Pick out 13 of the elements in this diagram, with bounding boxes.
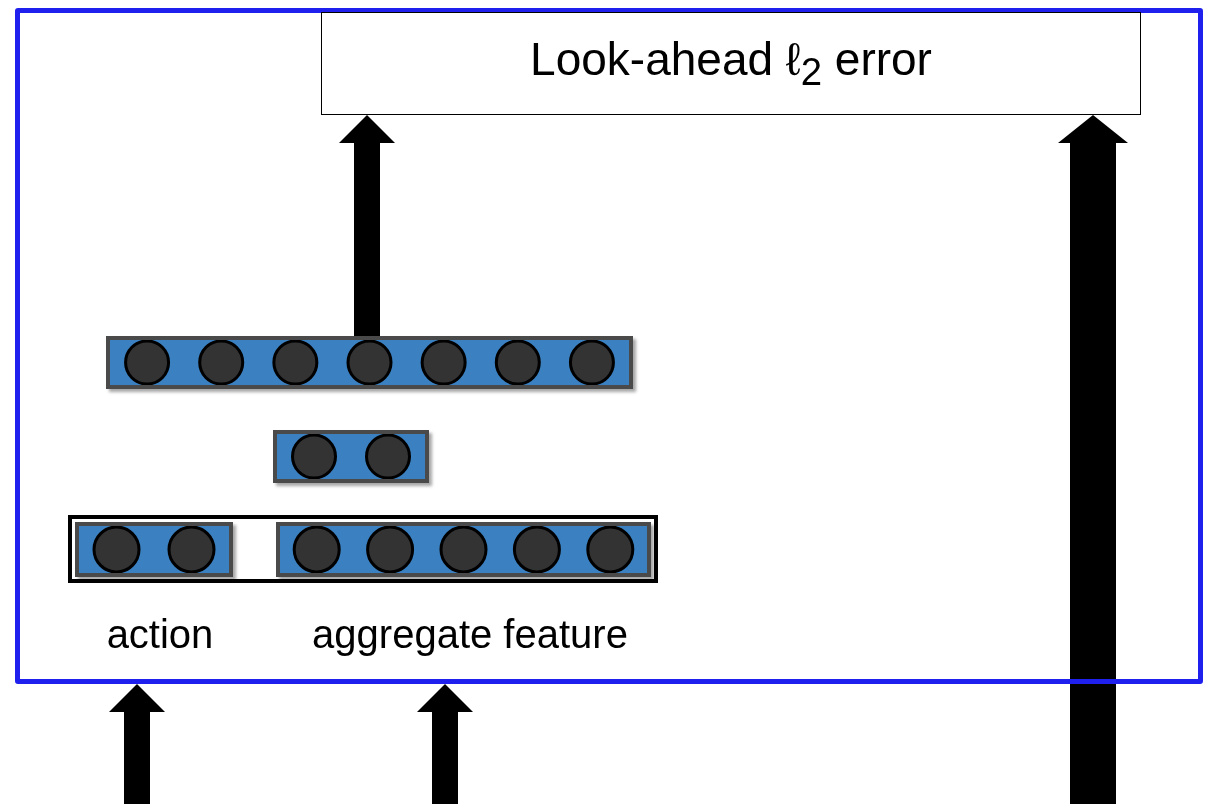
neuron-layer [106,336,633,389]
neuron-layer [273,430,429,483]
arrow [339,115,395,336]
box-title: Look-ahead ℓ$_{2}$ error [530,32,932,95]
neuron-layer [276,522,651,577]
arrow [417,684,473,804]
neuron-layer [75,522,233,577]
layer-label: aggregate feature [311,612,629,657]
arrow [1058,115,1128,804]
label-box [321,12,1141,115]
layer-label: action [105,612,215,657]
arrow [109,684,165,804]
module-frame [15,8,1203,684]
